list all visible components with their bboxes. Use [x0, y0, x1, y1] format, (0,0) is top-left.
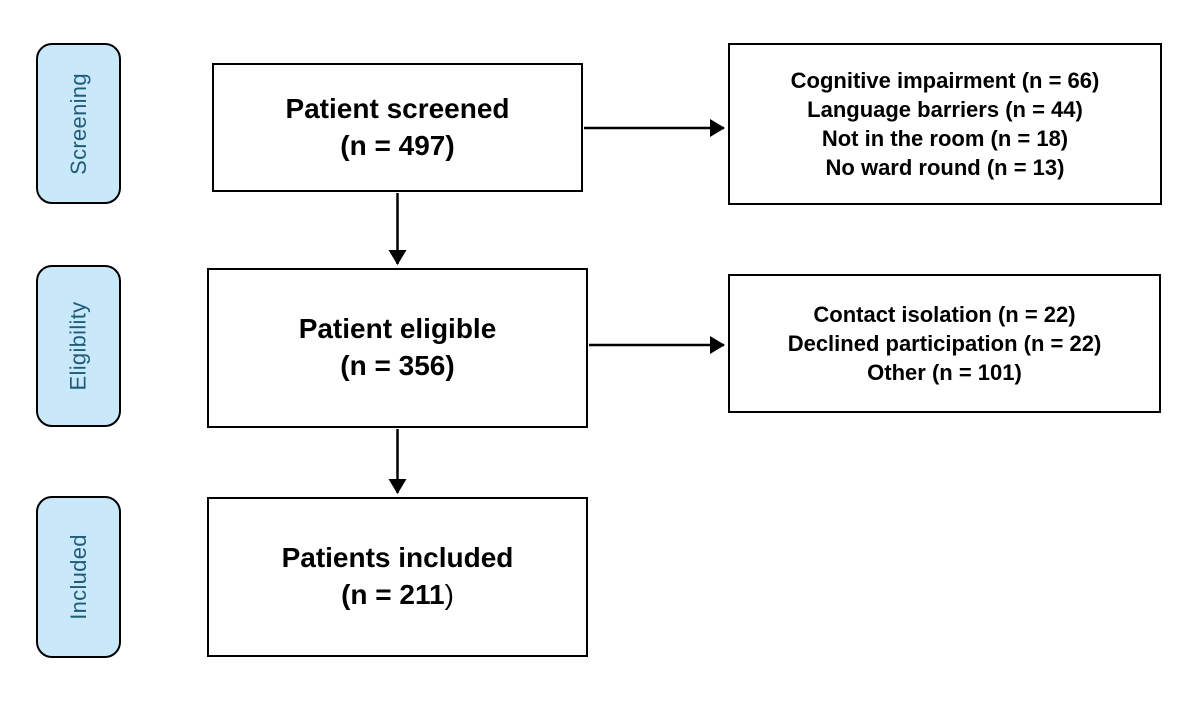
- exclusion-line: Contact isolation (n = 22): [813, 301, 1076, 327]
- box-patient-eligible: Patient eligible (n = 356): [207, 268, 588, 428]
- stage-label-included: Included: [36, 496, 121, 658]
- stage-label-eligibility: Eligibility: [36, 265, 121, 427]
- box-patients-included: Patients included (n = 211): [207, 497, 588, 657]
- exclusion-line: Other (n = 101): [867, 360, 1022, 386]
- exclusion-line: Not in the room (n = 18): [821, 126, 1069, 151]
- stage-label-included-text: Included: [65, 534, 91, 620]
- box-patient-screened-count: (n = 497): [340, 129, 455, 161]
- stage-label-eligibility-text: Eligibility: [65, 301, 91, 391]
- box-patients-included-count: (n = 211): [341, 577, 454, 614]
- exclusion-line: Declined participation (n = 22): [787, 330, 1102, 356]
- box-eligibility-exclusions: Contact isolation (n = 22) Declined part…: [728, 274, 1161, 413]
- stage-label-screening-text: Screening: [65, 72, 91, 175]
- box-patient-screened-title: Patient screened: [285, 92, 510, 124]
- exclusion-line: No ward round (n = 13): [825, 155, 1065, 181]
- box-patient-eligible-title: Patient eligible: [298, 313, 497, 345]
- box-patients-included-title: Patients included: [281, 542, 514, 574]
- box-screening-exclusions: Cognitive impairment (n = 66) Language b…: [728, 43, 1162, 205]
- stage-label-screening: Screening: [36, 43, 121, 204]
- exclusion-line: Cognitive impairment (n = 66): [790, 67, 1100, 93]
- box-patients-included-count-main: (n = 211: [341, 579, 445, 610]
- box-patient-eligible-count: (n = 356): [340, 350, 455, 381]
- box-patients-included-count-paren: ): [444, 579, 454, 610]
- box-patient-screened: Patient screened (n = 497): [212, 63, 583, 192]
- exclusion-line: Language barriers (n = 44): [807, 96, 1083, 122]
